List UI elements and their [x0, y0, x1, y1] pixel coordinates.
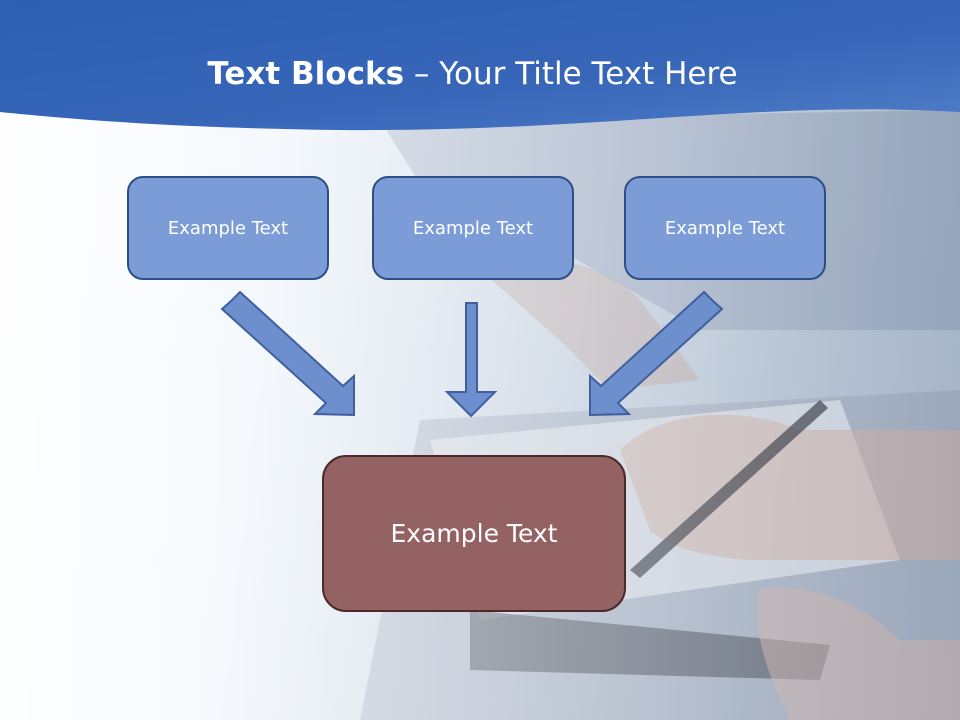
slide-title: Text Blocks – Your Title Text Here: [0, 52, 945, 96]
center-text-block: Example Text: [322, 455, 626, 612]
header-band: [0, 0, 960, 131]
arrow-left: [220, 290, 355, 417]
center-text-block-label: Example Text: [390, 519, 558, 548]
title-rest: Your Title Text Here: [439, 56, 738, 92]
text-block-3: Example Text: [624, 176, 826, 280]
text-block-1: Example Text: [127, 176, 329, 280]
text-block-3-label: Example Text: [664, 217, 786, 239]
arrow-right: [589, 290, 724, 417]
title-bold: Text Blocks: [207, 56, 405, 92]
text-block-2: Example Text: [372, 176, 574, 280]
title-dash: –: [404, 56, 440, 92]
text-block-1-label: Example Text: [167, 217, 289, 239]
arrow-center: [444, 302, 498, 418]
text-block-2-label: Example Text: [412, 217, 534, 239]
